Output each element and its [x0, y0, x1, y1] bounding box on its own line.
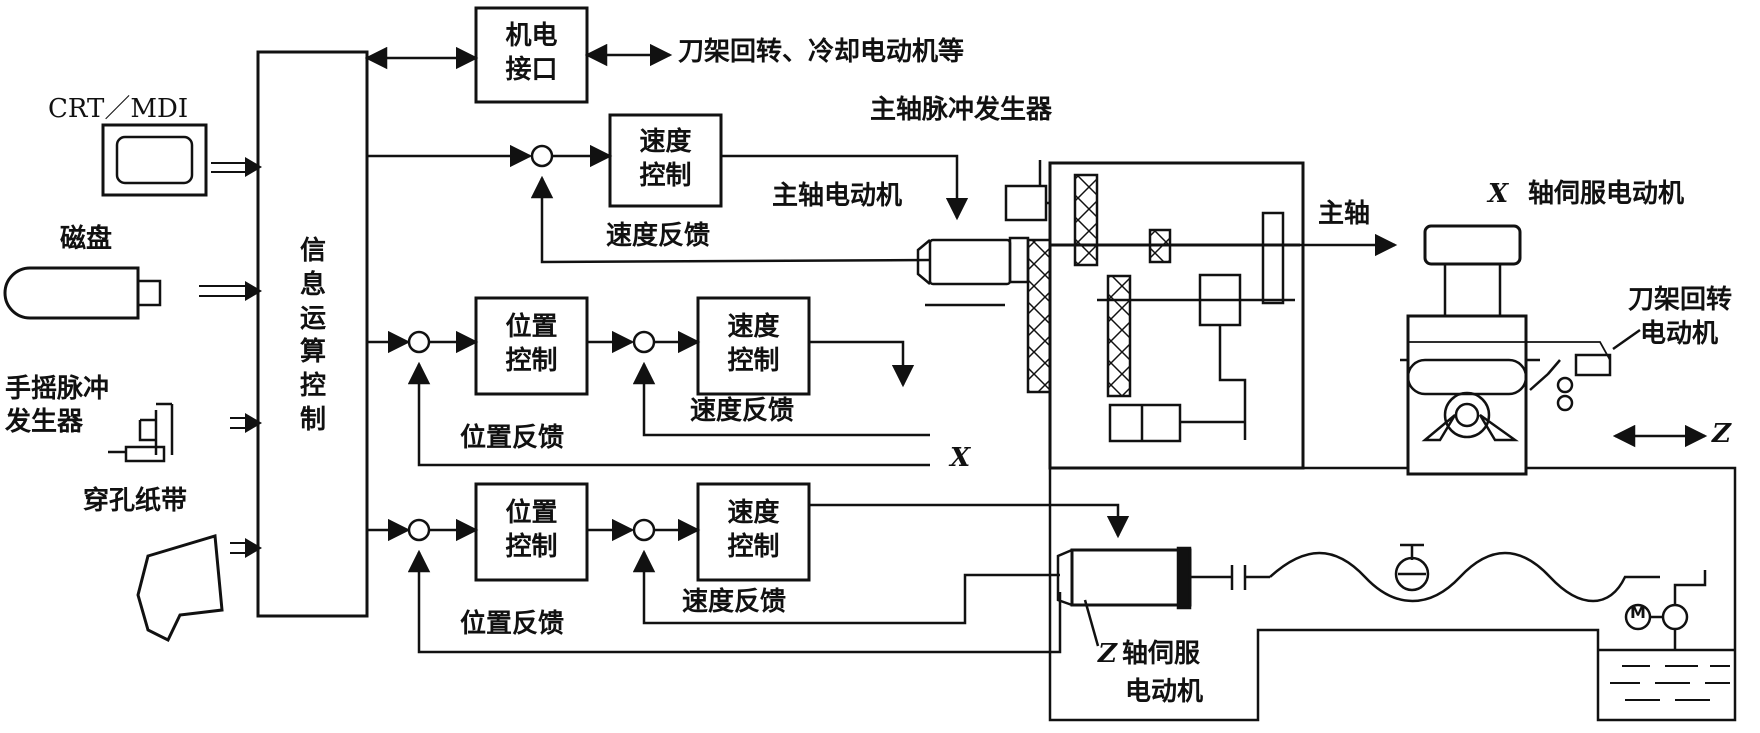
z-servo-axis-label: Z [1098, 639, 1117, 669]
z-speed-feedback-label: 速度反馈 [682, 587, 787, 617]
spindle-label: 主轴 [1318, 199, 1371, 229]
spindle-motor-icon [916, 238, 1012, 307]
interface-label: 机电 接口 [505, 21, 558, 85]
turret-block [1406, 314, 1528, 476]
handwheel-label-2: 发生器 [5, 407, 84, 437]
z-dir-label: Z [1712, 419, 1731, 449]
spindle-speed-label: 速度 控制 [639, 127, 692, 191]
crt-monitor-icon [101, 123, 208, 197]
turret-label-2: 电动机 [1640, 319, 1719, 349]
crt-mdi-label: CRT／MDI [48, 94, 189, 124]
handwheel-label-1: 手摇脉冲 [5, 374, 110, 404]
interface-output-label: 刀架回转、冷却电动机等 [678, 37, 965, 67]
tape-reader-icon [136, 534, 224, 643]
z-pos-box [474, 482, 589, 582]
z-servo-label-1: 轴伺服 [1122, 639, 1201, 669]
x-axis-label: X [950, 443, 971, 473]
z-speed-label: 速度 控制 [727, 498, 780, 562]
handwheel-icon [108, 402, 174, 463]
coolant-motor-label: M [1630, 603, 1646, 622]
disk-drive-icon [3, 266, 162, 320]
spindle-motor-label: 主轴电动机 [772, 181, 903, 211]
turret-label-1: 刀架回转 [1628, 285, 1733, 315]
coolant-pump-icon [1624, 570, 1707, 650]
z-pos-feedback-label: 位置反馈 [460, 609, 565, 639]
x-pos-label: 位置 控制 [505, 312, 558, 376]
x-servo-axis-label: X [1488, 179, 1509, 209]
x-speed-label: 速度 控制 [727, 312, 780, 376]
x-speed-box [696, 296, 811, 396]
disk-label: 磁盘 [60, 224, 113, 254]
x-speed-feedback-label: 速度反馈 [690, 396, 795, 426]
controller-label: 信 息 运 算 控 制 [299, 236, 326, 435]
spindle-speed-box [608, 113, 723, 208]
z-servo-motor-icon [1056, 546, 1192, 610]
spindle-pulse-gen [1004, 184, 1048, 222]
x-servo-label: 轴伺服电动机 [1528, 179, 1685, 209]
tape-label: 穿孔纸带 [83, 486, 188, 516]
x-pos-box [474, 296, 589, 396]
z-servo-label-2: 电动机 [1125, 677, 1204, 707]
pulse-gen-label: 主轴脉冲发生器 [870, 95, 1053, 125]
z-pos-label: 位置 控制 [505, 498, 558, 562]
x-pos-feedback-label: 位置反馈 [460, 423, 565, 453]
z-speed-box [696, 482, 811, 582]
controller-box [256, 50, 369, 618]
spindle-feedback-label: 速度反馈 [606, 221, 711, 251]
x-servo-motor [1423, 224, 1522, 266]
